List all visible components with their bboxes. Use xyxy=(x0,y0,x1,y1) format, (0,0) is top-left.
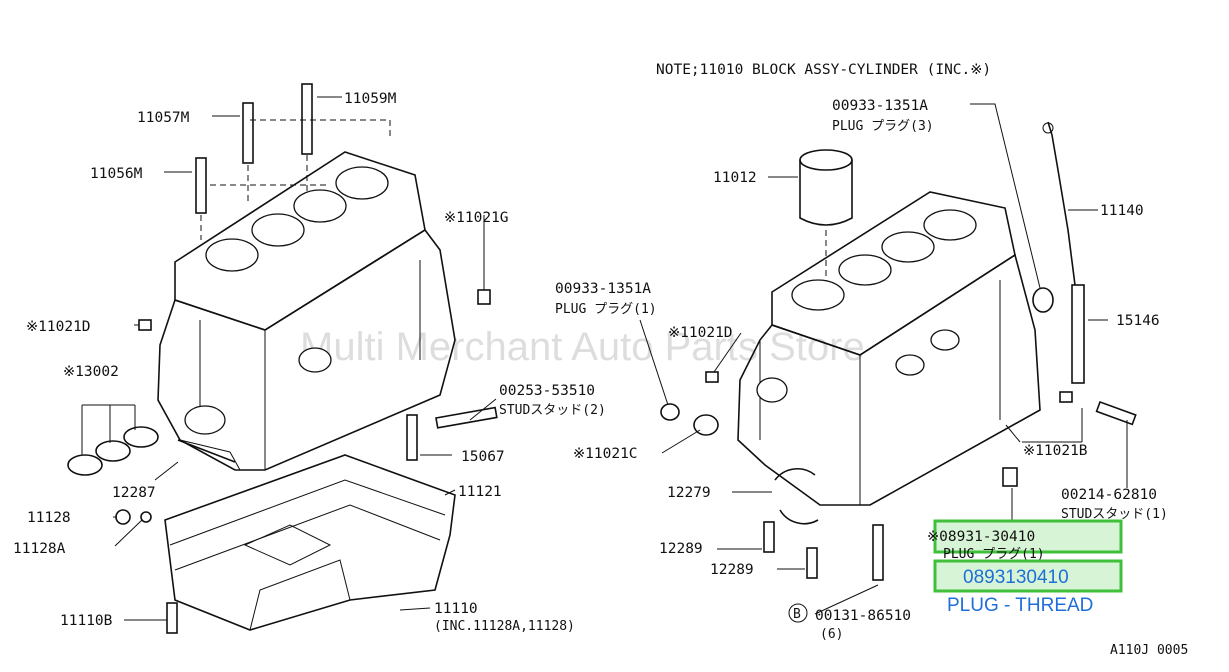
label-00214-desc: STUDスタッド(1) xyxy=(1061,507,1168,522)
label-00131-qty: (6) xyxy=(820,627,843,642)
label-11021d-right: ※11021D xyxy=(668,325,733,341)
part-12287-drawing xyxy=(177,439,236,463)
label-11021c: ※11021C xyxy=(573,446,638,462)
circle-b-letter: B xyxy=(793,607,801,622)
stud-00253-drawing xyxy=(435,406,498,429)
plug-00933-top-drawing xyxy=(1032,287,1054,313)
part-number-callout[interactable]: 0893130410 xyxy=(933,559,1123,593)
selected-part-08931[interactable]: ※08931-30410 PLUG プラグ(1) xyxy=(927,519,1123,562)
left-cylinder-block xyxy=(67,83,498,634)
label-11012: 11012 xyxy=(713,170,757,186)
washer-12279-lower-drawing xyxy=(779,509,819,525)
label-00131-number: 00131-86510 xyxy=(815,608,911,624)
stud-11056m-drawing xyxy=(195,157,207,214)
part-11128a-drawing xyxy=(140,511,152,523)
part-11021g-drawing xyxy=(477,289,491,305)
watermark-text: Multi Merchant Auto Parts Store xyxy=(300,325,865,369)
label-11140: 11140 xyxy=(1100,203,1144,219)
part-11021b-drawing xyxy=(1059,391,1073,403)
label-12289-a: 12289 xyxy=(659,541,703,557)
part-11128-drawing xyxy=(115,509,131,525)
highlight-box-08931[interactable] xyxy=(933,519,1123,554)
circle-b-marker xyxy=(788,603,808,623)
label-11128: 11128 xyxy=(27,510,71,526)
plug-00933-mid-drawing xyxy=(660,403,680,421)
dowel-12289-a-drawing xyxy=(763,521,775,553)
label-11121: 11121 xyxy=(458,484,502,500)
label-00214-number: 00214-62810 xyxy=(1061,487,1157,503)
label-11021g: ※11021G xyxy=(444,210,509,226)
left-oil-pan xyxy=(164,454,456,631)
label-08931-number[interactable]: ※08931-30410 xyxy=(927,529,1035,545)
label-15146: 15146 xyxy=(1116,313,1160,329)
left-block-body xyxy=(157,228,456,471)
guide-tube-15146-drawing xyxy=(1071,284,1085,384)
label-11059m: 11059M xyxy=(344,91,397,107)
label-12287: 12287 xyxy=(112,485,156,501)
part-11021d-right-drawing xyxy=(705,371,719,383)
stud-11057m-drawing xyxy=(242,102,254,164)
label-00933-mid-number: 00933-1351A xyxy=(555,281,651,297)
footer-code: A110J 0005 xyxy=(1110,643,1188,658)
label-00253-desc: STUDスタッド(2) xyxy=(499,403,606,418)
label-13002: ※13002 xyxy=(63,364,119,380)
highlight-part-description: PLUG - THREAD xyxy=(947,595,1093,616)
highlight-part-number[interactable]: 0893130410 xyxy=(963,567,1069,588)
dowel-12289-b-drawing xyxy=(806,547,818,579)
dipstick-11140-drawing xyxy=(1047,121,1076,286)
label-11128a: 11128A xyxy=(13,541,66,557)
label-12289-b: 12289 xyxy=(710,562,754,578)
label-00253-number: 00253-53510 xyxy=(499,383,595,399)
label-11021d-left: ※11021D xyxy=(26,319,91,335)
label-11110b: 11110B xyxy=(60,613,113,629)
bolt-00131-drawing xyxy=(872,524,884,581)
label-12279: 12279 xyxy=(667,485,711,501)
part-15067-drawing xyxy=(406,414,418,461)
label-08931-desc: PLUG プラグ(1) xyxy=(943,547,1045,562)
stud-00214-drawing xyxy=(1095,400,1137,426)
part-11110b-drawing xyxy=(166,602,178,634)
highlight-box-part-number[interactable] xyxy=(933,559,1123,593)
part-11021c-drawing xyxy=(693,414,719,436)
label-11056m: 11056M xyxy=(90,166,143,182)
label-00933-mid-desc: PLUG プラグ(1) xyxy=(555,302,657,317)
label-11110-number: 11110 xyxy=(434,601,478,617)
label-15067: 15067 xyxy=(461,449,505,465)
label-11021b: ※11021B xyxy=(1023,443,1088,459)
liner-11012-drawing xyxy=(799,160,853,226)
washer-12279-upper-drawing xyxy=(774,468,816,481)
label-11110-desc: (INC.11128A,11128) xyxy=(434,619,575,634)
right-cylinder-block xyxy=(639,103,1137,615)
stud-11059m-drawing xyxy=(301,83,313,155)
part-11021d-left-drawing xyxy=(138,319,152,331)
plug-08931-drawing xyxy=(1002,467,1018,487)
right-block-body xyxy=(737,253,1041,506)
label-00933-top-desc: PLUG プラグ(3) xyxy=(832,119,934,134)
label-00933-top-number: 00933-1351A xyxy=(832,98,928,114)
label-11057m: 11057M xyxy=(137,110,190,126)
note-text: NOTE;11010 BLOCK ASSY-CYLINDER (INC.※) xyxy=(656,62,991,78)
